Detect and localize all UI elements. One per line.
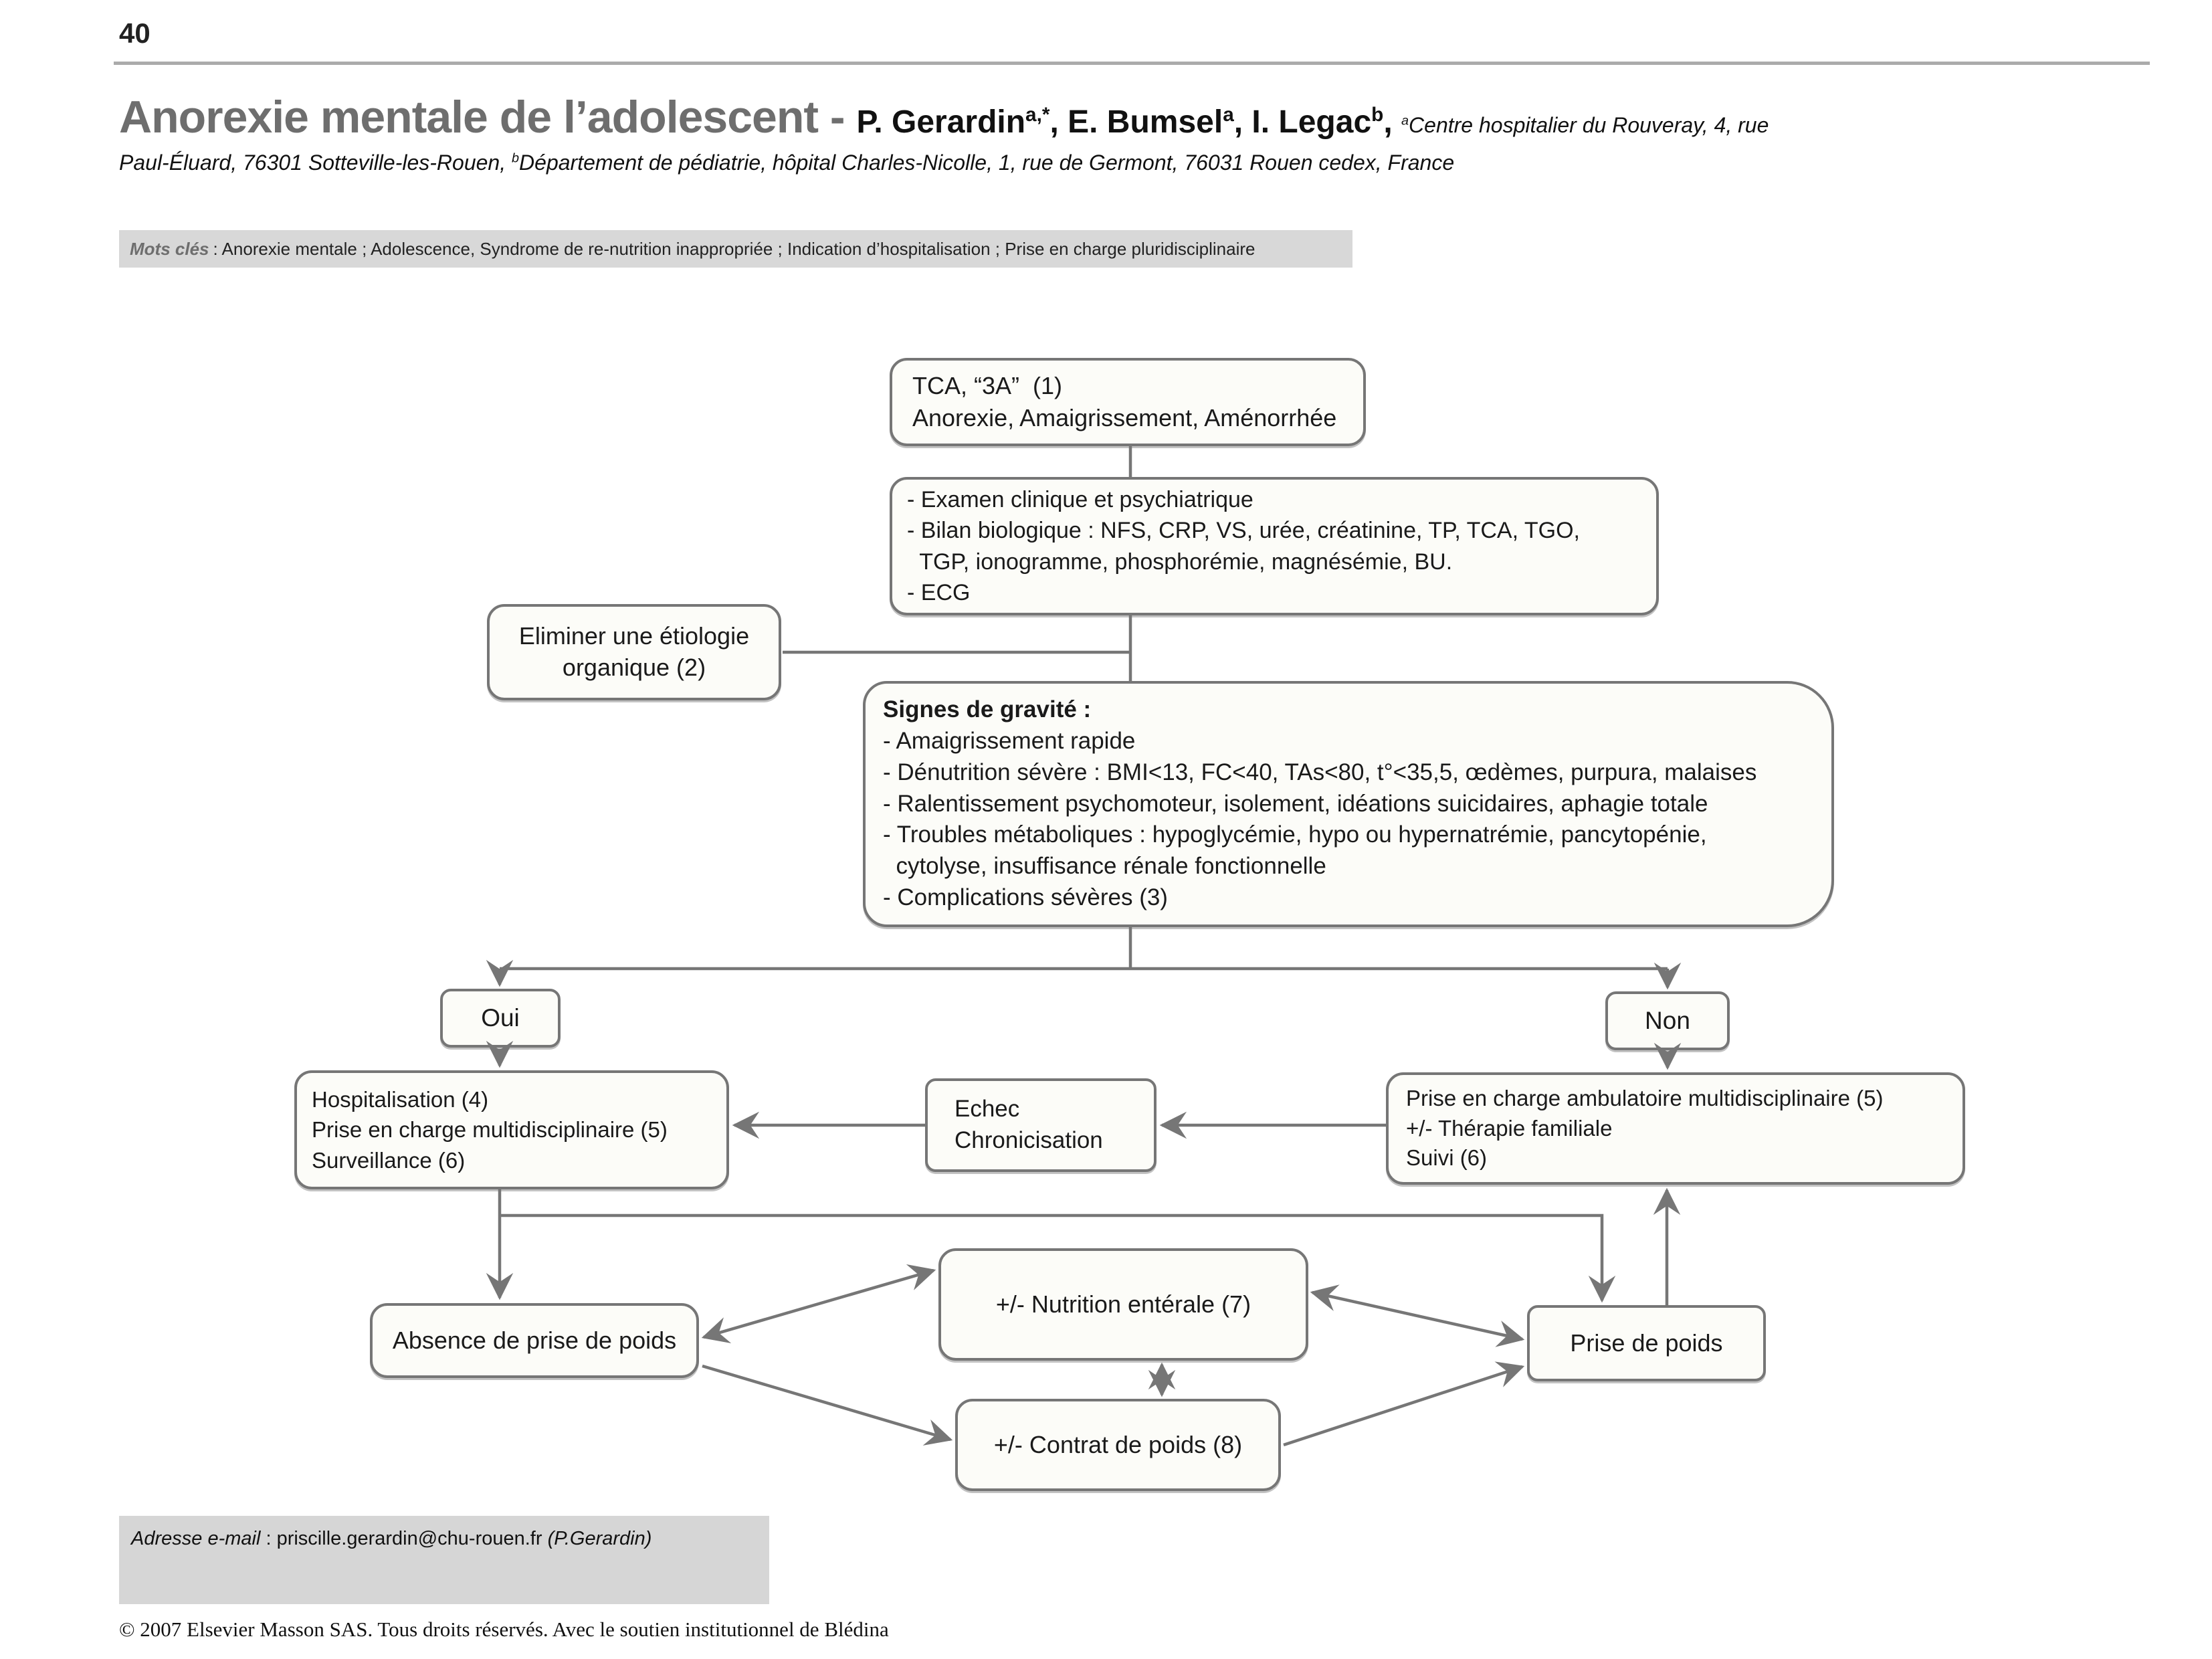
node-nutrition: +/- Nutrition entérale (7) xyxy=(938,1248,1308,1361)
node-oui-label: Oui xyxy=(481,1004,520,1032)
keywords-text: : Anorexie mentale ; Adolescence, Syndro… xyxy=(213,238,1255,259)
node-oui: Oui xyxy=(440,989,561,1048)
article-title: Anorexie mentale de l’adolescent - xyxy=(119,92,857,142)
node-prise-poids-label: Prise de poids xyxy=(1570,1329,1723,1357)
node-hospitalisation-text: Hospitalisation (4)Prise en charge multi… xyxy=(312,1086,668,1173)
node-signes: Signes de gravité :- Amaigrissement rapi… xyxy=(863,681,1834,927)
node-tca: TCA, “3A” (1)Anorexie, Amaigrissement, A… xyxy=(890,358,1366,446)
arrow-absence-nutrition xyxy=(701,1264,936,1344)
keywords-bar: Mots clés : Anorexie mentale ; Adolescen… xyxy=(119,230,1352,268)
article-header: Anorexie mentale de l’adolescent - P. Ge… xyxy=(119,92,2166,175)
affiliation-inline: aCentre hospitalier du Rouveray, 4, rue xyxy=(1401,113,1769,137)
node-nutrition-label: +/- Nutrition entérale (7) xyxy=(995,1290,1251,1318)
affiliation-line2: Paul-Éluard, 76301 Sotteville-les-Rouen,… xyxy=(119,151,1455,175)
node-tca-text: TCA, “3A” (1)Anorexie, Amaigrissement, A… xyxy=(912,372,1337,431)
node-signes-text: Signes de gravité :- Amaigrissement rapi… xyxy=(883,696,1757,911)
article-authors: P. Gerardina,*, E. Bumsela, I. Legacb, xyxy=(856,104,1401,140)
node-contrat-label: +/- Contrat de poids (8) xyxy=(993,1431,1243,1458)
node-absence-label: Absence de prise de poids xyxy=(392,1327,677,1354)
arrow-nutrition-prise-poids xyxy=(1310,1284,1525,1347)
node-contrat: +/- Contrat de poids (8) xyxy=(955,1399,1281,1491)
node-examen-text: - Examen clinique et psychiatrique- Bila… xyxy=(907,487,1580,605)
arrow-absence-contrat xyxy=(702,1364,953,1446)
node-ambulatoire-text: Prise en charge ambulatoire multidiscipl… xyxy=(1406,1085,1884,1171)
node-ambulatoire: Prise en charge ambulatoire multidiscipl… xyxy=(1386,1072,1965,1185)
arrow-contrat-prise-poids xyxy=(1283,1361,1525,1447)
copyright-line: © 2007 Elsevier Masson SAS. Tous droits … xyxy=(119,1618,889,1641)
page-number: 40 xyxy=(119,17,150,49)
node-examen: - Examen clinique et psychiatrique- Bila… xyxy=(890,477,1659,615)
email-bar: Adresse e-mail : priscille.gerardin@chu-… xyxy=(119,1516,769,1604)
node-hospitalisation: Hospitalisation (4)Prise en charge multi… xyxy=(294,1070,729,1189)
header-divider-rule xyxy=(114,62,2150,65)
keywords-label: Mots clés xyxy=(130,238,209,259)
node-non-label: Non xyxy=(1645,1007,1690,1034)
node-prise-poids: Prise de poids xyxy=(1527,1305,1766,1381)
node-absence: Absence de prise de poids xyxy=(370,1303,699,1378)
node-non: Non xyxy=(1605,991,1730,1050)
title-line: Anorexie mentale de l’adolescent - P. Ge… xyxy=(119,92,2166,142)
